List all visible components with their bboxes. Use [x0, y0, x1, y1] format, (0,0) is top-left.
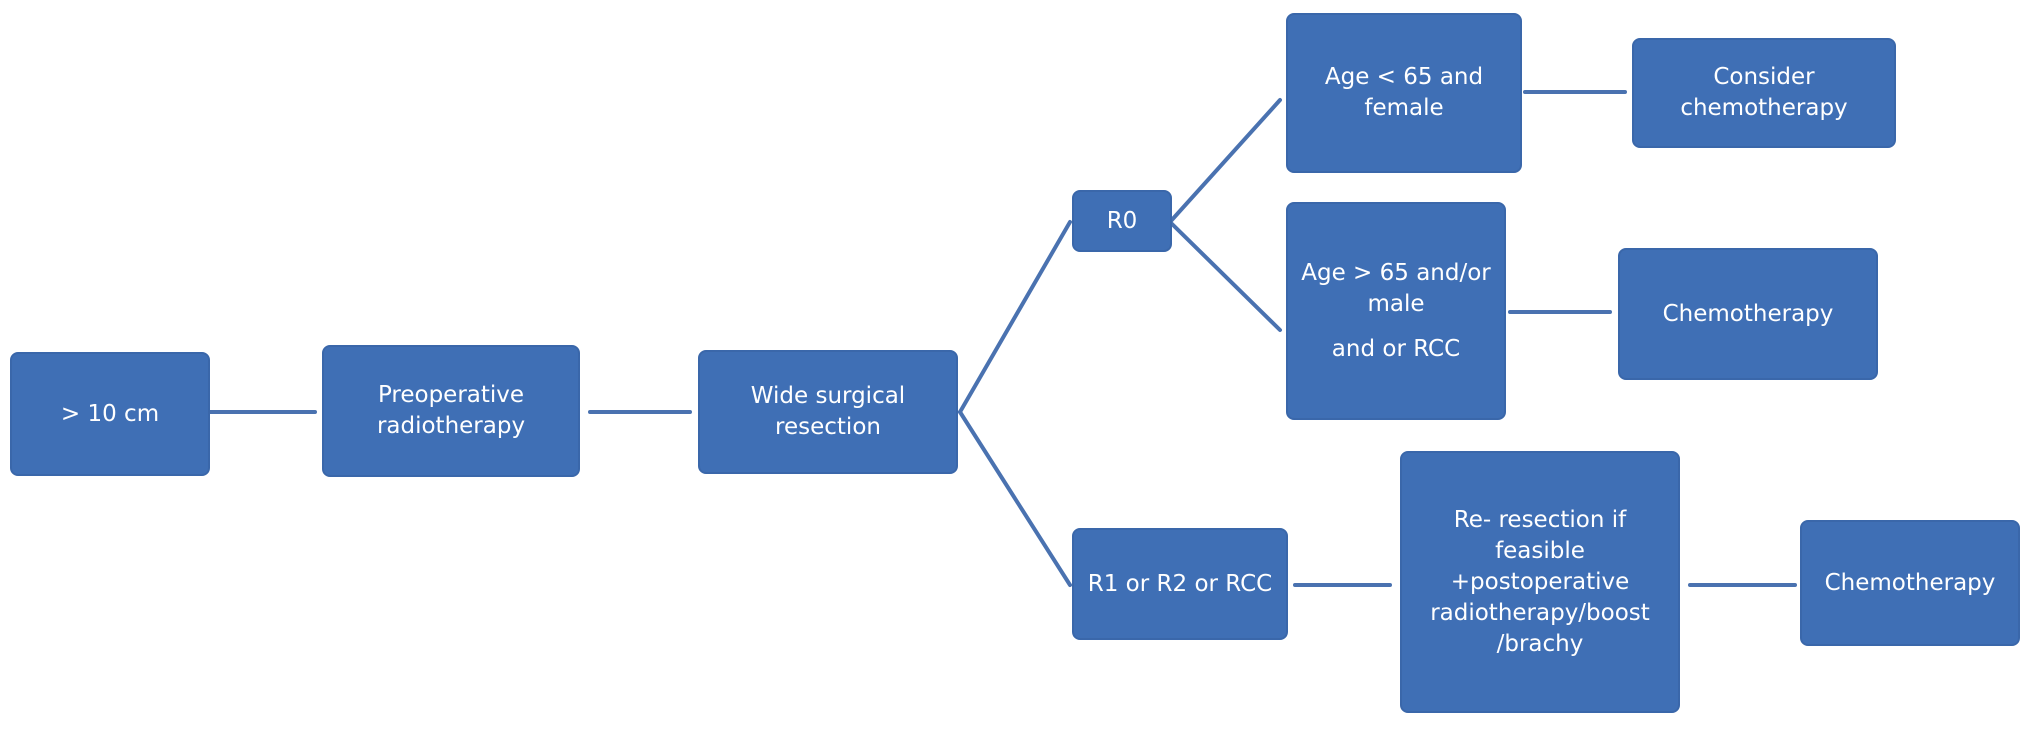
age-over-65-male-rcc-line-3: and or RCC [1331, 335, 1461, 362]
re-resection-line-1: Re- resection if [1453, 506, 1627, 533]
r0-line-1: R0 [1106, 207, 1138, 234]
age-under-65-female-box: Age < 65 and female [1286, 13, 1522, 173]
age-over-65-male-rcc-line-2: male [1367, 290, 1425, 317]
preoperative-radiotherapy-line-2: radiotherapy [376, 413, 526, 439]
re-resection-line-5: /brachy [1496, 630, 1584, 657]
connector-r0-to-age-under-65 [1168, 98, 1282, 224]
age-under-65-female-line-2: female [1364, 95, 1444, 121]
connector-resection-to-r1-r2 [958, 410, 1072, 587]
chemotherapy-box-upper: Chemotherapy [1618, 248, 1878, 380]
r1-or-r2-or-rcc-box: R1 or R2 or RCC [1072, 528, 1288, 640]
chemotherapy-box-lower: Chemotherapy [1800, 520, 2020, 646]
re-resection-box: Re- resection if feasible +postoperative… [1400, 451, 1680, 713]
connector-r0-to-age-over-65 [1168, 220, 1282, 332]
re-resection-line-2: feasible [1495, 537, 1585, 564]
chemotherapy-upper-line-1: Chemotherapy [1662, 300, 1834, 327]
size-over-10cm-line-1: > 10 cm [60, 400, 160, 427]
consider-chemotherapy-line-2: chemotherapy [1680, 95, 1848, 121]
age-under-65-female-line-1: Age < 65 and [1324, 64, 1484, 90]
connector-resection-to-r0 [958, 220, 1072, 414]
consider-chemotherapy-line-1: Consider [1713, 64, 1815, 90]
wide-surgical-resection-line-1: Wide surgical [750, 383, 906, 409]
wide-surgical-resection-line-2: resection [775, 414, 881, 440]
age-over-65-male-rcc-box: Age > 65 and/or male and or RCC [1286, 202, 1506, 420]
r1-or-r2-or-rcc-line-1: R1 or R2 or RCC [1087, 570, 1273, 597]
chemotherapy-lower-line-1: Chemotherapy [1824, 569, 1996, 596]
r0-box: R0 [1072, 190, 1172, 252]
age-over-65-male-rcc-line-1: Age > 65 and/or [1301, 259, 1491, 286]
re-resection-line-3: +postoperative [1450, 568, 1630, 595]
size-over-10cm-box: > 10 cm [10, 352, 210, 476]
re-resection-line-4: radiotherapy/boost [1430, 599, 1650, 626]
preoperative-radiotherapy-line-1: Preoperative [377, 382, 525, 408]
consider-chemotherapy-box: Consider chemotherapy [1632, 38, 1896, 148]
preoperative-radiotherapy-box: Preoperative radiotherapy [322, 345, 580, 477]
wide-surgical-resection-box: Wide surgical resection [698, 350, 958, 474]
